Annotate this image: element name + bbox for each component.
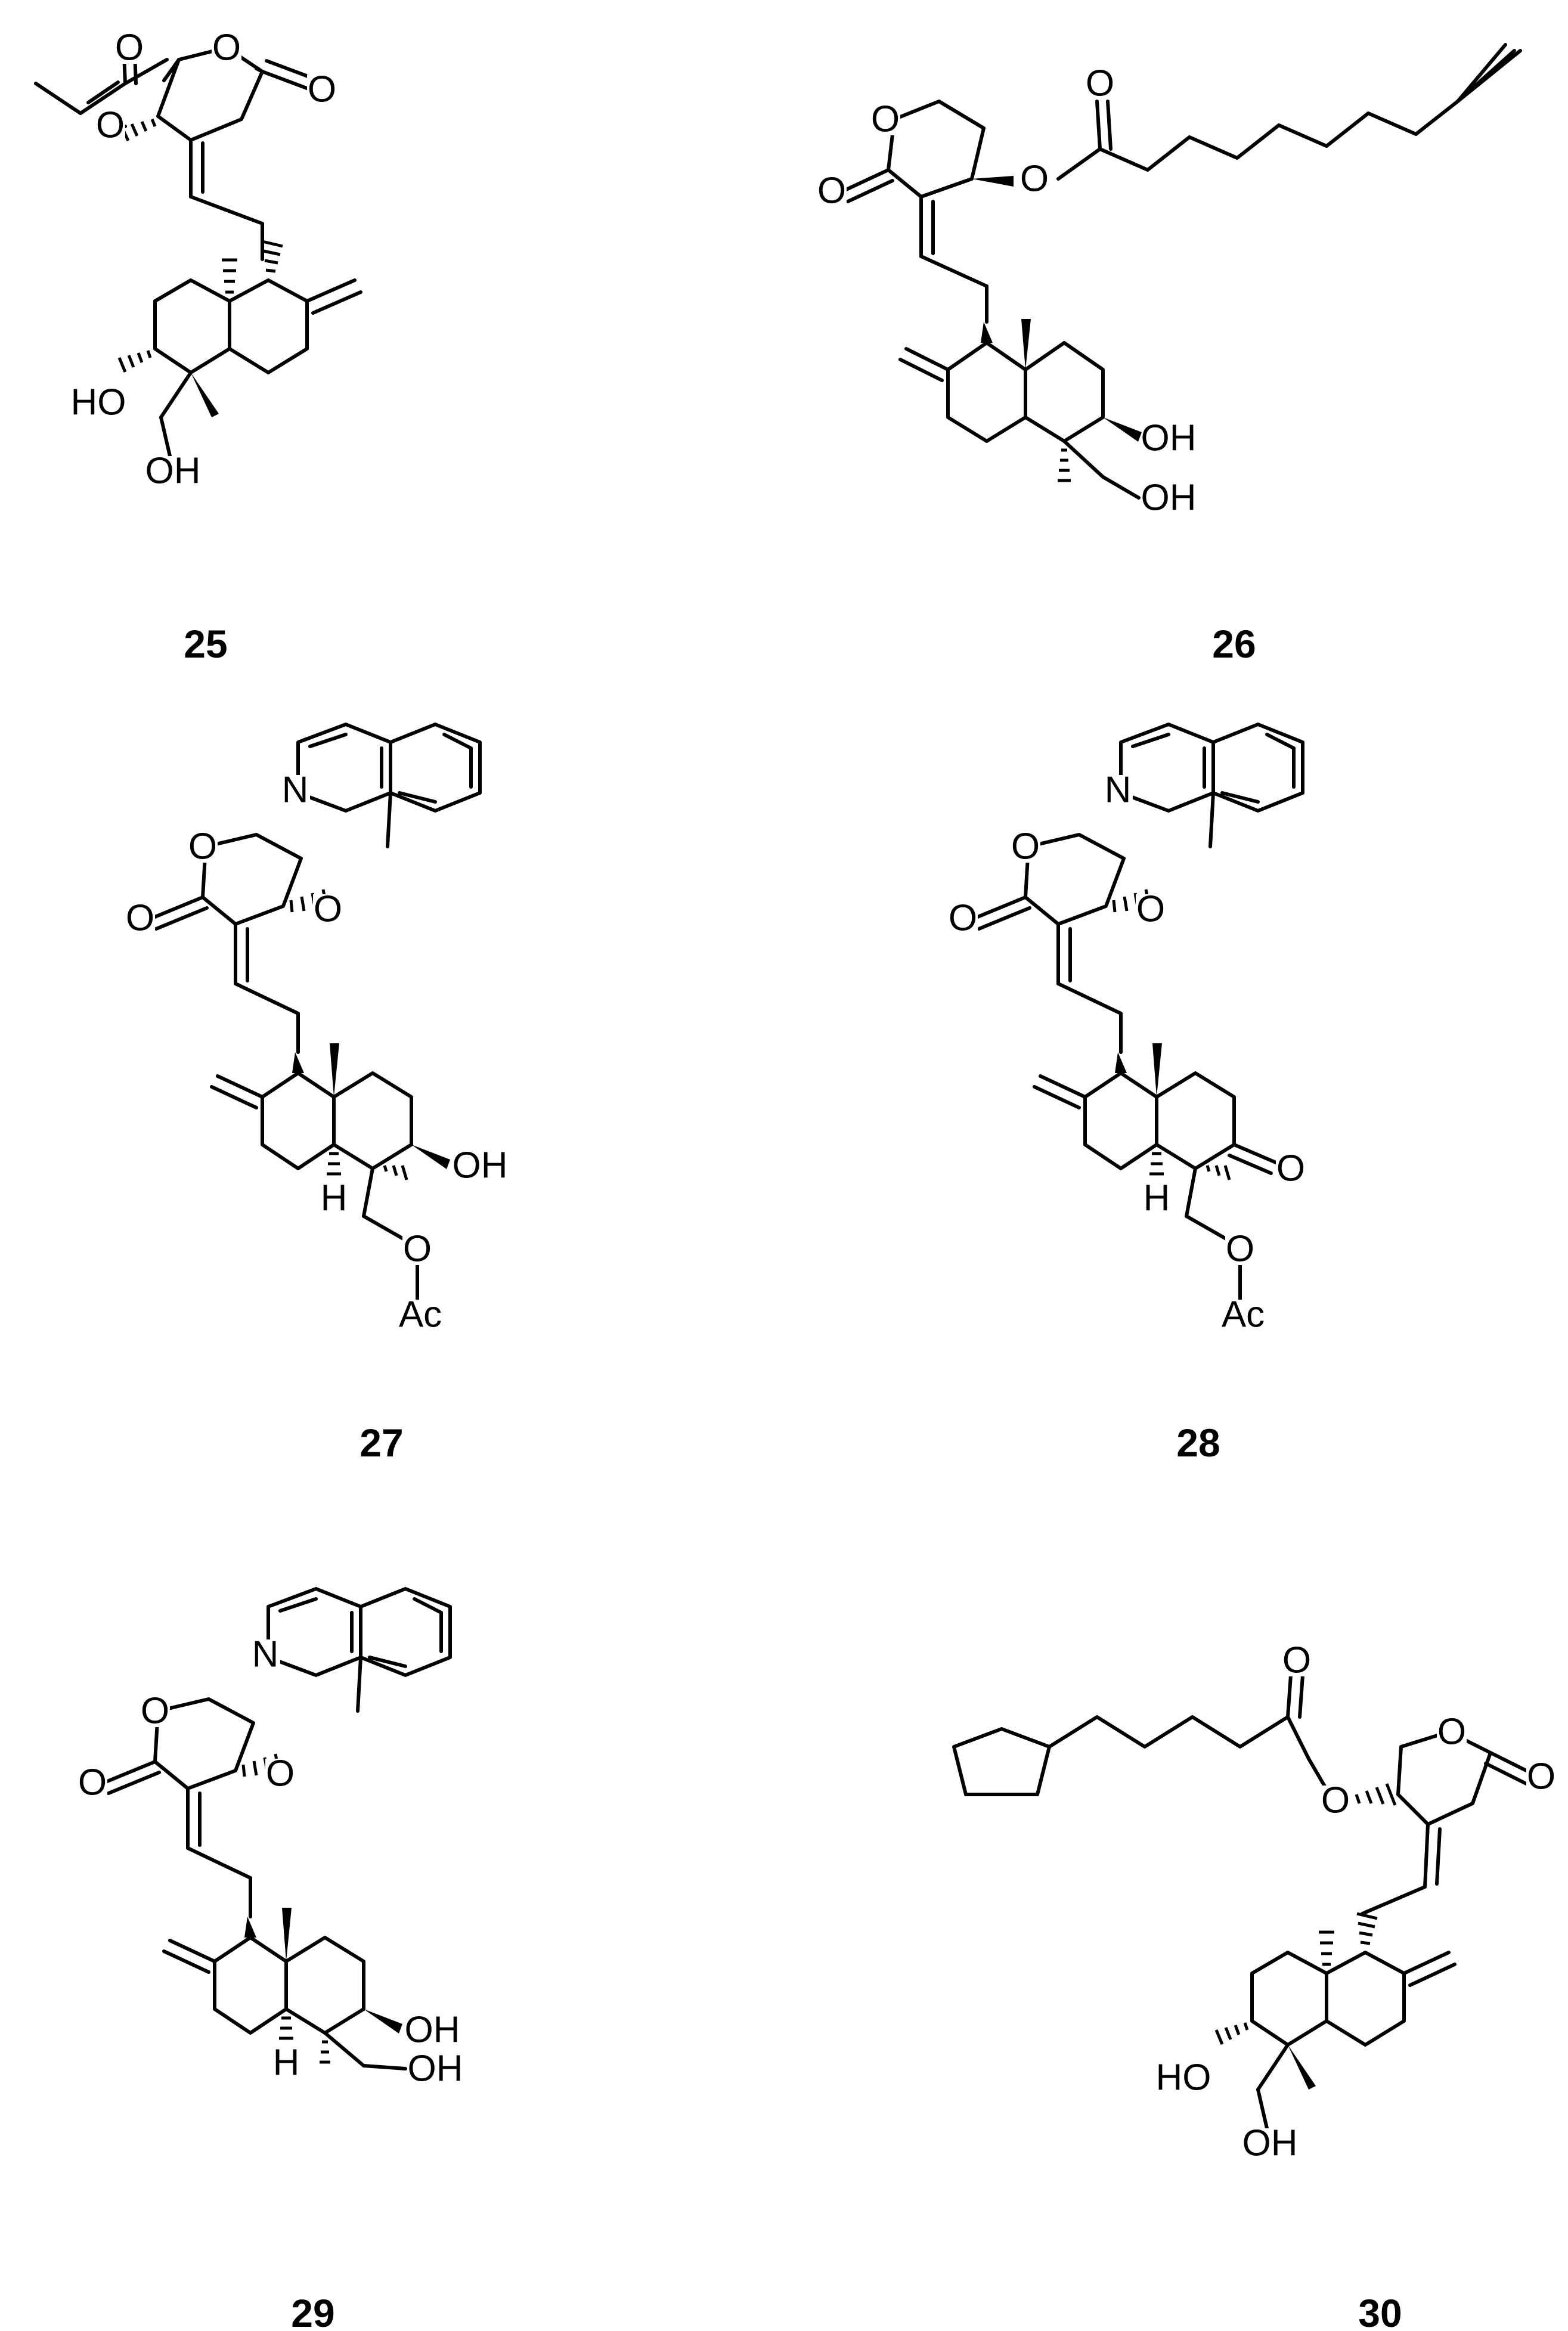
hydroxy-label: OH (405, 2010, 460, 2051)
ring-oxygen-label: O (141, 1691, 169, 1732)
carbonyl-oxygen-label: O (78, 1762, 107, 1803)
carbonyl-oxygen-label: O (817, 171, 846, 212)
compound-28: N O O O O H O Ac 28 (948, 723, 1306, 1465)
compound-number: 28 (1176, 1421, 1220, 1465)
hydroxy-label: HO (1156, 2057, 1211, 2098)
hydroxymethyl-label: OH (1242, 2123, 1298, 2164)
ring-oxygen-label: O (212, 27, 241, 69)
ring-oxygen-label: O (871, 99, 900, 140)
compound-25: O O O O HO OH 25 (34, 27, 362, 666)
acetyl-label: Ac (399, 1294, 442, 1335)
compound-29: N O O O OH H OH 29 (78, 1587, 465, 2331)
carbonyl-oxygen-label: O (126, 898, 154, 939)
ring-oxygen-label: O (188, 826, 217, 867)
compound-27: N O O O OH H O Ac 27 (125, 723, 510, 1465)
ether-oxygen-label: O (314, 889, 342, 930)
compound-number: 25 (184, 622, 227, 666)
ester-carbonyl-oxygen-label: O (1282, 1640, 1311, 1681)
nitrogen-label: N (252, 1634, 279, 1675)
ester-oxygen-label: O (1020, 159, 1049, 200)
acetyl-label: Ac (1222, 1294, 1265, 1335)
hydroxymethyl-label: OH (145, 451, 201, 492)
ester-oxygen-label: O (1321, 1780, 1350, 1821)
ether-oxygen-label: O (1136, 889, 1165, 930)
hydroxymethyl-label: OH (408, 2048, 463, 2090)
compound-number: 30 (1358, 2291, 1402, 2331)
carbonyl-oxygen-label: O (949, 898, 977, 939)
carbonyl-oxygen-label: O (308, 69, 336, 110)
acetyl-oxygen-label: O (403, 1229, 432, 1270)
hydroxy-label: OH (453, 1145, 508, 1186)
carbonyl-oxygen-label: O (1527, 1756, 1555, 1797)
hydroxymethyl-label: OH (1141, 478, 1197, 519)
ring-oxygen-label: O (1011, 826, 1040, 867)
ester-carbonyl-oxygen-label: O (1086, 63, 1114, 104)
hydroxy-label: HO (71, 382, 126, 423)
compound-number: 26 (1212, 622, 1256, 666)
ester-oxygen-label: O (96, 105, 125, 146)
hydrogen-label: H (321, 1178, 348, 1219)
ether-oxygen-label: O (266, 1753, 295, 1794)
compound-30: O O O O HO OH 30 (952, 1640, 1556, 2331)
compound-number: 29 (291, 2291, 334, 2331)
nitrogen-label: N (282, 770, 309, 811)
ring-oxygen-label: O (1437, 1712, 1466, 1753)
compound-26: O O O O OH OH 26 (817, 43, 1522, 666)
acetyl-oxygen-label: O (1226, 1229, 1254, 1270)
hydroxy-label: OH (1141, 418, 1197, 459)
compound-number: 27 (360, 1421, 403, 1465)
hydrogen-label: H (1144, 1178, 1170, 1219)
hydrogen-label: H (273, 2042, 300, 2084)
ketone-oxygen-label: O (1276, 1148, 1305, 1189)
nitrogen-label: N (1105, 770, 1132, 811)
ester-carbonyl-oxygen-label: O (115, 27, 144, 69)
